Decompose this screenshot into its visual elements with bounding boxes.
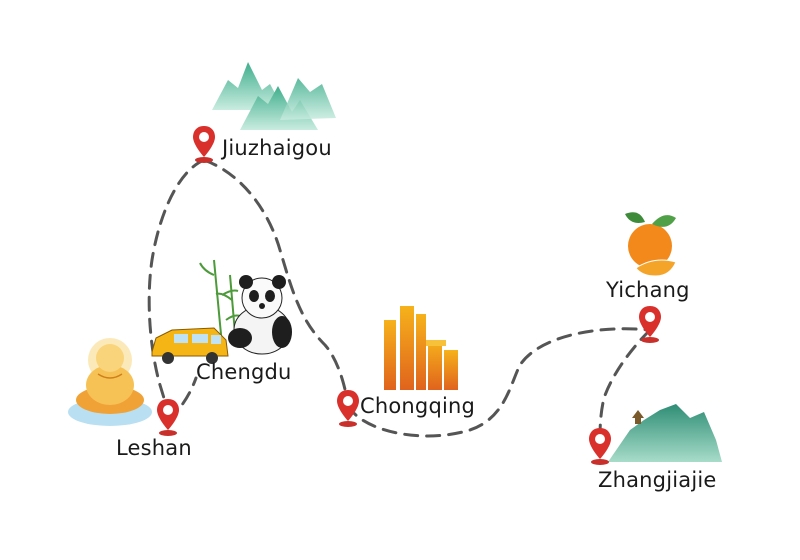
- jiuzhaigou-pin-icon[interactable]: [191, 124, 217, 164]
- chongqing-pin-icon[interactable]: [335, 388, 361, 428]
- stop-label-jiuzhaigou: Jiuzhaigou: [222, 136, 332, 160]
- yichang-pin-icon[interactable]: [637, 304, 663, 344]
- car-icon: [151, 327, 229, 364]
- zhangjiajie-mountain-icon: [608, 404, 722, 462]
- stop-label-yichang: Yichang: [606, 278, 690, 302]
- route-line: [147, 158, 652, 442]
- jiuzhaigou-mountains-icon: [212, 62, 336, 130]
- orange-icon: [625, 212, 677, 277]
- stop-label-chongqing: Chongqing: [360, 394, 476, 418]
- stop-label-leshan: Leshan: [116, 436, 192, 460]
- zhangjiajie-pin-icon[interactable]: [587, 426, 613, 466]
- buddha-icon: [68, 338, 152, 426]
- leshan-pin-icon[interactable]: [155, 397, 181, 437]
- stop-label-zhangjiajie: Zhangjiajie: [598, 468, 717, 492]
- stop-label-chengdu: Chengdu: [196, 360, 292, 384]
- chongqing-towers-icon: [384, 306, 458, 390]
- panda-icon: [228, 275, 292, 355]
